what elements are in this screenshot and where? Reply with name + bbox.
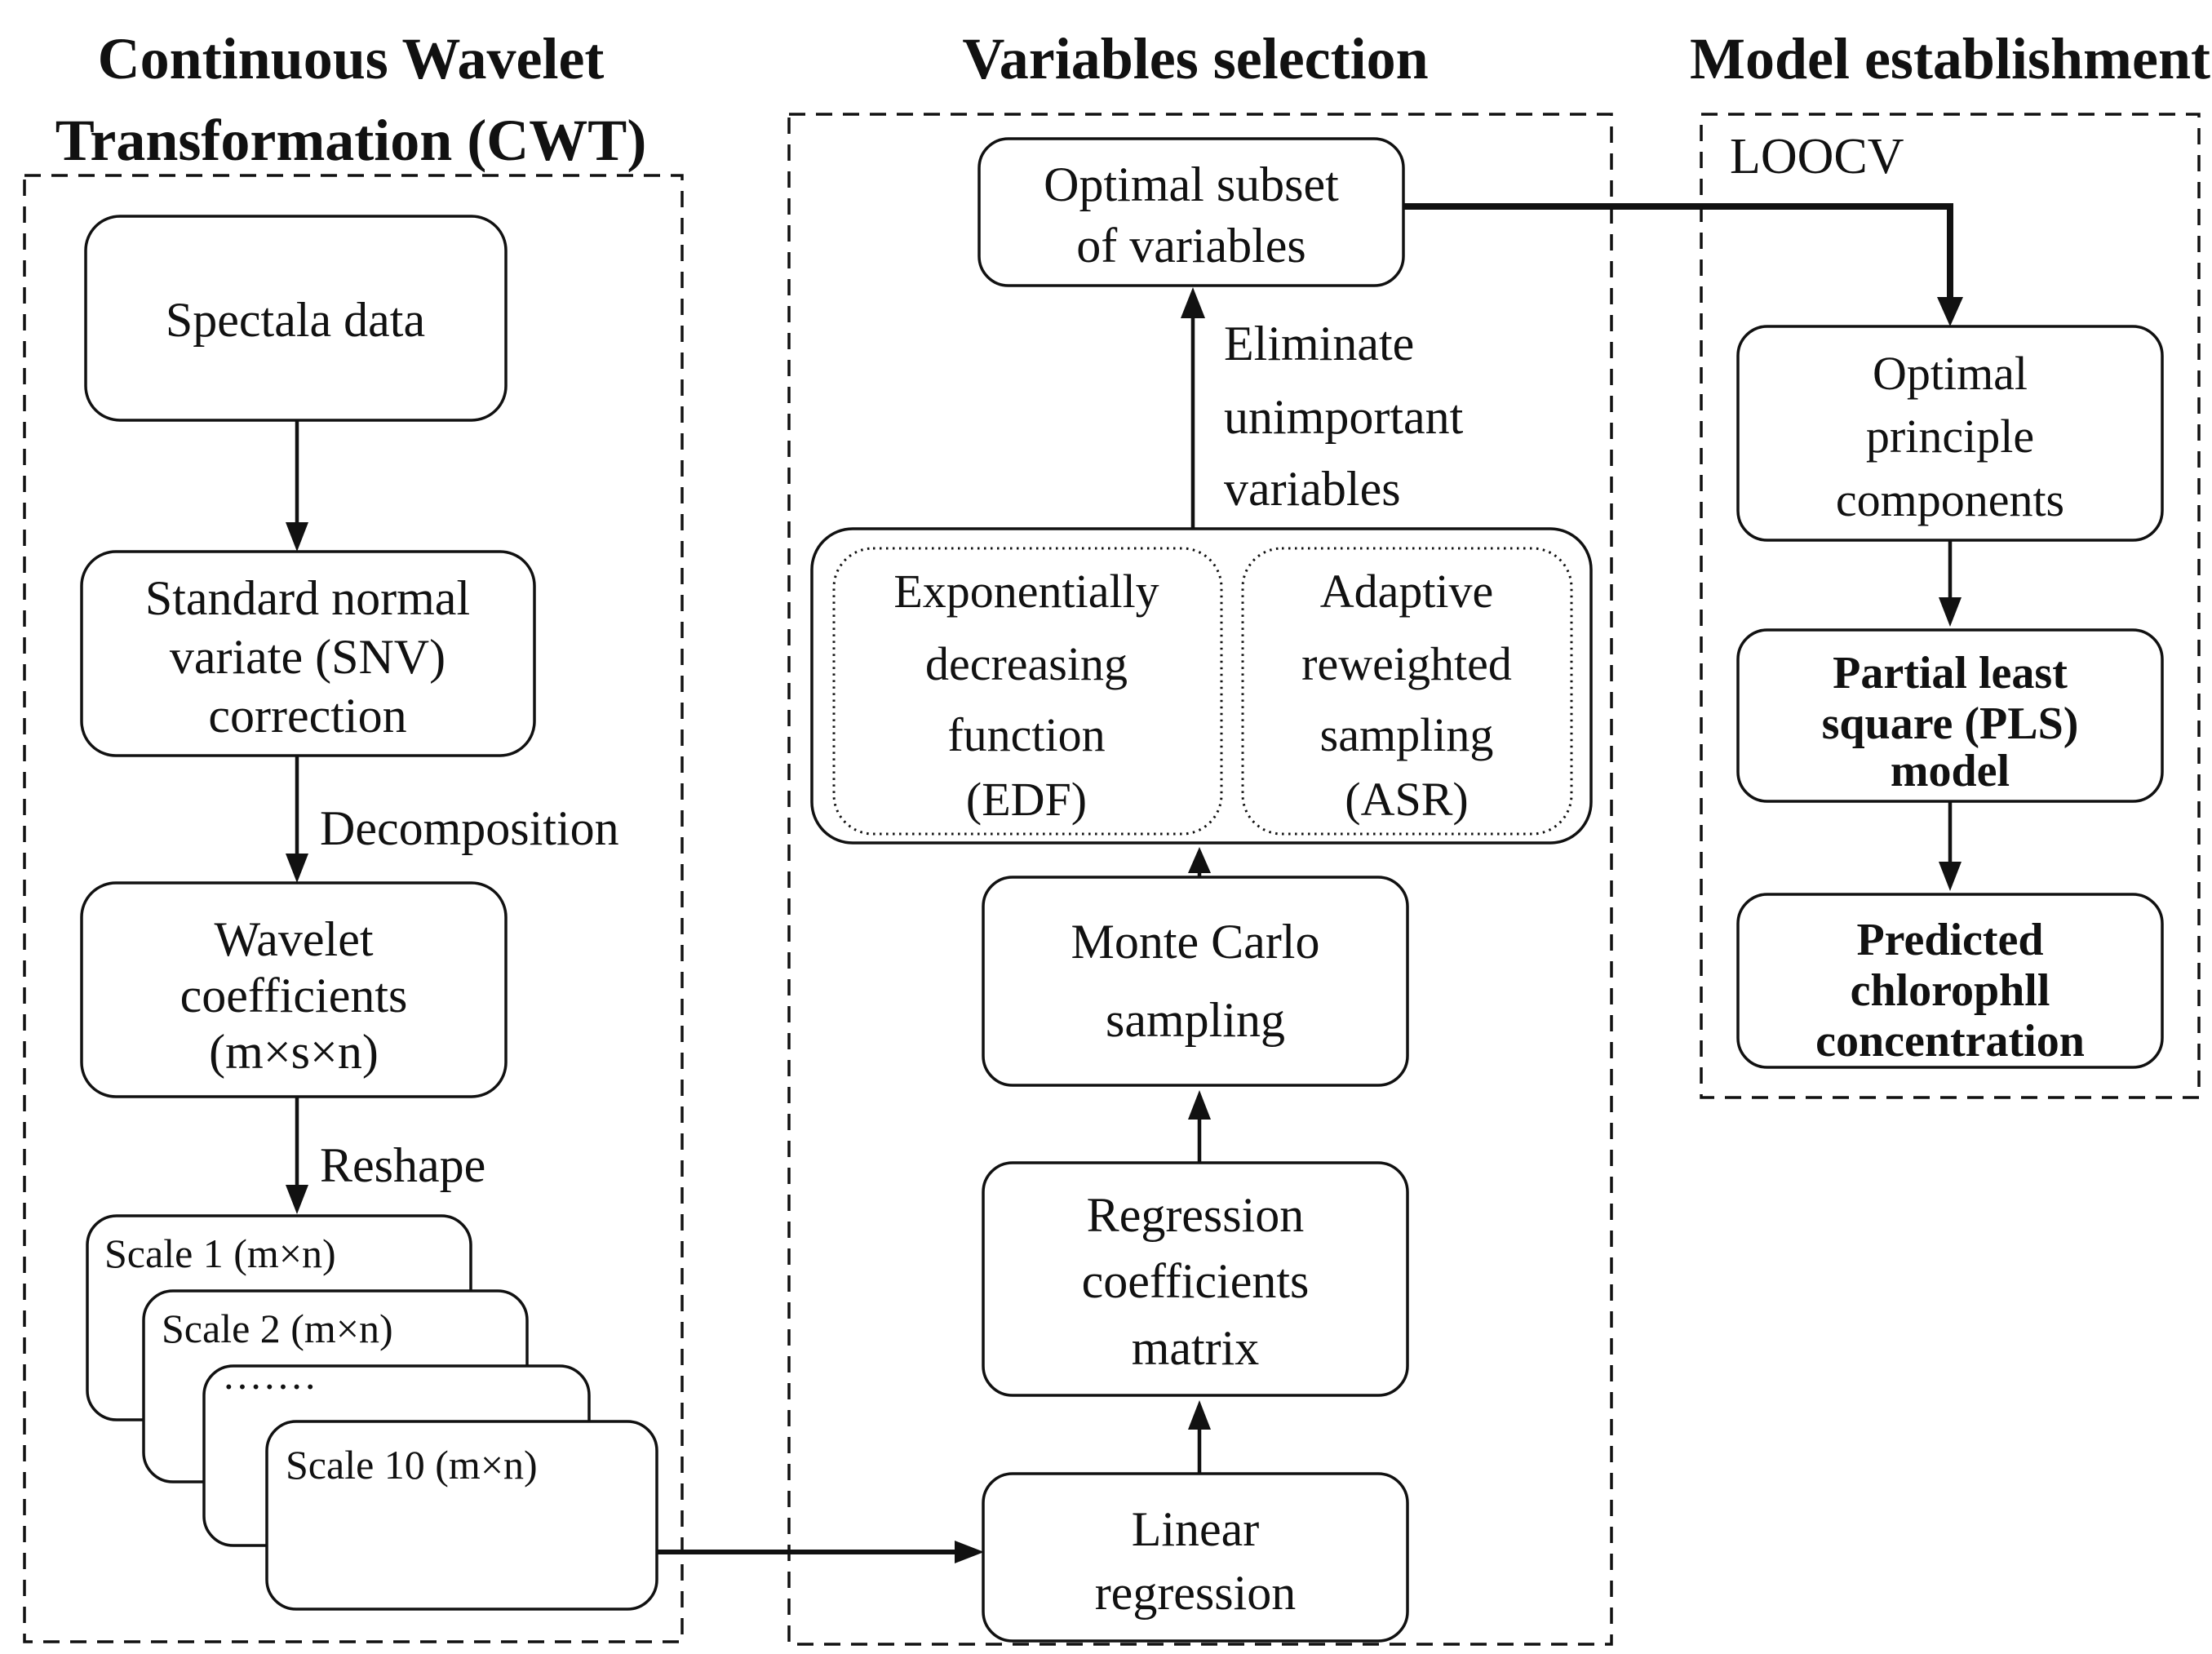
scale-10-label: Scale 10 (m×n) [286,1442,538,1488]
regression-line2: coefficients [1082,1254,1310,1308]
arrowhead-down-icon [286,522,308,552]
cwt-title-line2: Transformation (CWT) [55,108,647,173]
arrow-edf-asr-to-subset [1181,287,1205,529]
connector-scales-to-linear-regression [657,1541,984,1563]
variables-selection-column: Variables selection Optimal subset of va… [787,26,1963,1646]
asr-line4: (ASR) [1345,773,1468,826]
optimal-subset-box [977,137,1405,287]
monte-carlo-line2: sampling [1106,993,1285,1047]
reshape-arrow-label: Reshape [320,1138,485,1192]
arrow-pc-to-pls [1939,540,1962,627]
wavelet-coefficients-box [80,881,508,1098]
snv-line3: correction [208,689,406,743]
variables-selection-title: Variables selection [962,26,1428,91]
scale-1-label: Scale 1 (m×n) [104,1231,336,1276]
model-establishment-title: Model establishment [1690,26,2210,91]
arrow-regression-to-monte-carlo [1188,1090,1211,1163]
optimal-subset-line1: Optimal subset [1044,157,1339,211]
asr-line3: sampling [1320,708,1494,761]
wavelet-line3: (m×s×n) [209,1025,379,1079]
model-establishment-dashed-container [1700,113,2201,1099]
model-establishment-column: Model establishment LOOCV Optimal princi… [1690,26,2210,1099]
spectral-data-label: Spectala data [166,293,425,347]
eliminate-label-line1: Eliminate [1224,317,1414,370]
pc-line1: Optimal [1873,347,2028,400]
monte-carlo-line1: Monte Carlo [1071,915,1320,969]
asr-line2: reweighted [1301,637,1512,690]
cwt-column: Continuous Wavelet Transformation (CWT) … [23,26,984,1643]
decomposition-arrow-label: Decomposition [320,801,619,855]
predicted-line2: chlorophll [1851,965,2050,1016]
arrow-wavelet-to-scales [286,1097,308,1214]
asr-dotted-box [1241,547,1573,836]
linear-regression-box [982,1472,1409,1643]
pc-line3: components [1836,473,2064,526]
asr-line1: Adaptive [1320,565,1494,618]
arrowhead-down-icon [1939,597,1962,627]
arrow-spectral-to-snv [286,420,308,552]
pls-line3: model [1891,746,2010,796]
arrowhead-up-icon [1188,847,1211,873]
snv-line1: Standard normal [145,571,470,625]
arrowhead-up-icon [1181,287,1205,318]
regression-line1: Regression [1087,1188,1305,1242]
arrowhead-down-icon [286,1185,308,1214]
linear-regression-line1: Linear [1132,1502,1260,1556]
arrowhead-down-icon [1937,297,1963,326]
arrowhead-right-icon [955,1541,984,1563]
arrow-linear-to-regression [1188,1400,1211,1474]
arrow-pls-to-predicted [1939,801,1962,891]
cwt-dashed-container [23,174,684,1643]
arrow-monte-carlo-to-edf-asr [1188,847,1211,877]
pls-line2: square (PLS) [1822,698,2079,749]
variables-selection-dashed-container [787,113,1613,1646]
cwt-title-line1: Continuous Wavelet [98,26,605,91]
edf-line1: Exponentially [893,565,1159,618]
arrowhead-up-icon [1188,1090,1211,1120]
eliminate-label-line2: unimportant [1224,390,1464,444]
regression-line3: matrix [1132,1321,1260,1375]
snv-correction-box [80,550,536,757]
snv-line2: variate (SNV) [170,630,446,684]
optimal-subset-line2: of variables [1076,219,1306,273]
pls-line1: Partial least [1833,648,2068,698]
scale-card-stack: Scale 1 (m×n) Scale 2 (m×n) ······· Scal… [86,1214,658,1611]
wavelet-line2: coefficients [180,969,408,1022]
pc-line2: principle [1866,410,2034,463]
eliminate-label-line3: variables [1224,462,1401,516]
linear-regression-line2: regression [1095,1566,1297,1620]
scale-ellipsis-label: ······· [222,1364,317,1409]
loocv-label: LOOCV [1730,129,1904,184]
wavelet-line1: Wavelet [214,912,373,966]
arrowhead-down-icon [1939,862,1962,891]
predicted-chlorophyll-box [1736,893,2164,1069]
connector-subset-to-pc-loocv [1403,203,1963,326]
arrowhead-down-icon [286,854,308,883]
scale-2-label: Scale 2 (m×n) [162,1306,393,1351]
edf-line4: (EDF) [966,773,1087,826]
scale-10-card [265,1420,658,1611]
arrowhead-up-icon [1188,1400,1211,1430]
edf-line3: function [947,708,1105,761]
predicted-line3: concentration [1815,1016,2085,1066]
edf-asr-container-box [810,527,1593,845]
arrow-snv-to-wavelet [286,756,308,883]
edf-line2: decreasing [925,637,1128,690]
predicted-line1: Predicted [1856,915,2043,965]
monte-carlo-box [982,876,1409,1087]
regression-coefficients-box [982,1161,1409,1397]
